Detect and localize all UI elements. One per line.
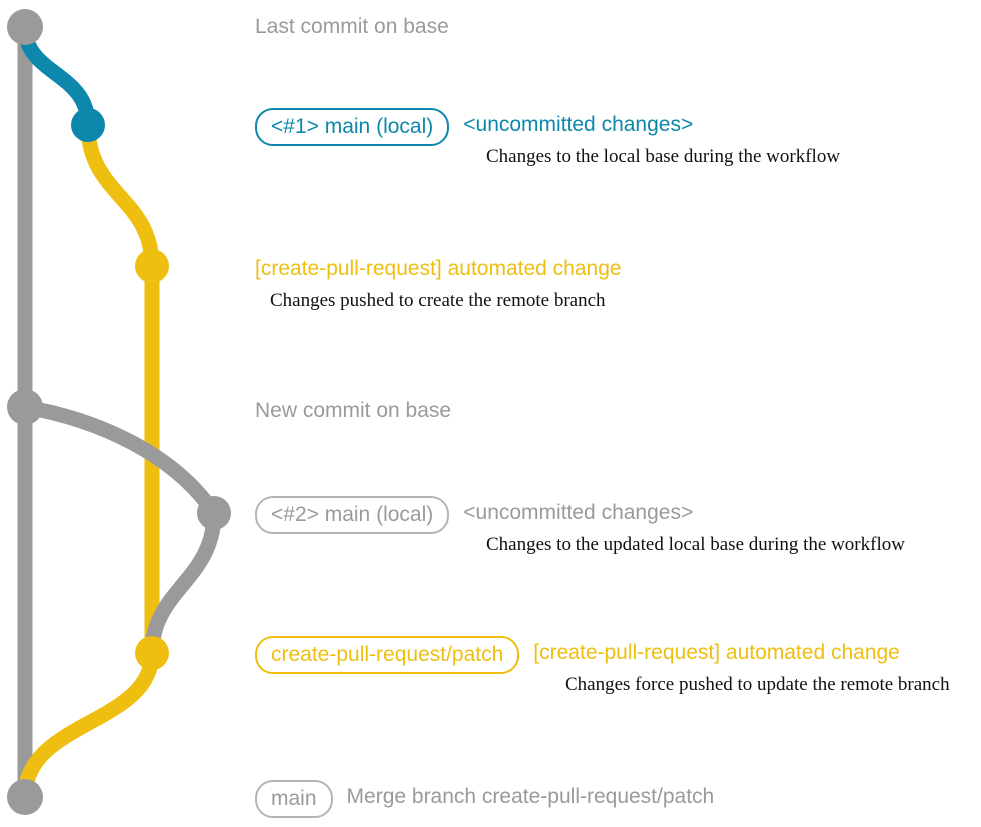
new-commit-headline: New commit on base	[255, 399, 452, 422]
node-local-change-1	[71, 108, 105, 142]
branch-pill-main-local-1[interactable]: <#1> main (local)	[255, 108, 450, 146]
row-remote-1: [create-pull-request] automated change	[255, 252, 622, 286]
remote-2-headline: [create-pull-request] automated change	[533, 641, 900, 664]
node-remote-commit-2	[135, 636, 169, 670]
edge-base-new-to-local-2	[17, 399, 222, 521]
local-1-subline: Changes to the local base during the wor…	[486, 146, 841, 167]
row-last-commit: Last commit on base	[255, 10, 449, 44]
row-new-commit: New commit on base	[255, 394, 451, 428]
last-commit-headline: Last commit on base	[255, 15, 449, 38]
row-local-2: <#2> main (local) <uncommitted changes>	[255, 496, 693, 534]
node-remote-commit-1	[135, 249, 169, 283]
row-merge: main Merge branch create-pull-request/pa…	[255, 780, 714, 818]
node-merge-commit	[7, 779, 43, 815]
node-local-change-2	[197, 496, 231, 530]
remote-1-subline: Changes pushed to create the remote bran…	[270, 290, 606, 311]
edge-local-2-to-remote-2	[144, 505, 222, 661]
branch-pill-create-pull-request-patch[interactable]: create-pull-request/patch	[255, 636, 520, 674]
local-2-headline: <uncommitted changes>	[463, 501, 694, 524]
local-2-subline: Changes to the updated local base during…	[486, 534, 905, 555]
row-remote-2: create-pull-request/patch [create-pull-r…	[255, 636, 900, 674]
branch-pill-main-local-2[interactable]: <#2> main (local)	[255, 496, 450, 534]
branch-pill-main[interactable]: main	[255, 780, 333, 818]
edge-remote-2-to-merge	[17, 645, 160, 805]
remote-2-subline: Changes force pushed to update the remot…	[565, 674, 950, 695]
row-local-1: <#1> main (local) <uncommitted changes>	[255, 108, 693, 146]
local-1-headline: <uncommitted changes>	[463, 113, 694, 136]
edge-local-1-to-remote-1	[80, 117, 160, 274]
merge-headline: Merge branch create-pull-request/patch	[346, 785, 715, 808]
commit-graph	[7, 9, 231, 815]
node-base-head	[7, 9, 43, 45]
node-base-new	[7, 389, 43, 425]
remote-1-headline: [create-pull-request] automated change	[255, 257, 622, 280]
